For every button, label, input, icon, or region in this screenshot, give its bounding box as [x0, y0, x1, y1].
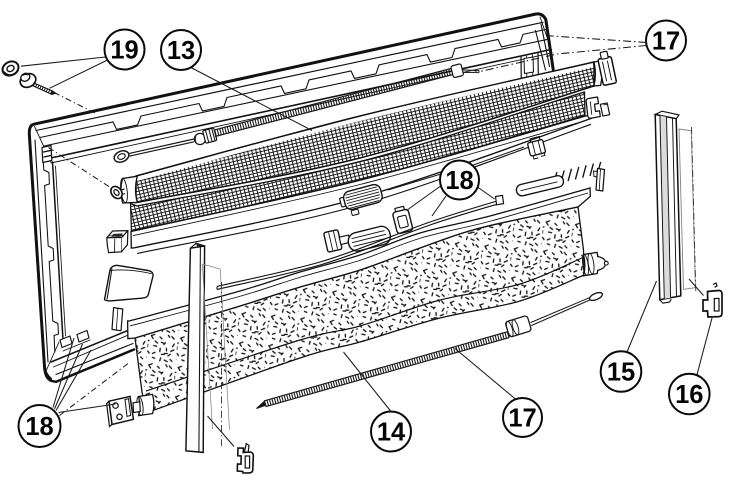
svg-text:13: 13 [167, 37, 195, 65]
svg-text:17: 17 [508, 405, 536, 433]
svg-text:16: 16 [675, 381, 703, 409]
svg-text:19: 19 [110, 37, 138, 65]
svg-text:17: 17 [652, 28, 680, 56]
svg-text:18: 18 [445, 167, 473, 195]
svg-text:14: 14 [377, 419, 406, 447]
svg-text:15: 15 [607, 359, 635, 387]
svg-text:18: 18 [25, 413, 53, 441]
